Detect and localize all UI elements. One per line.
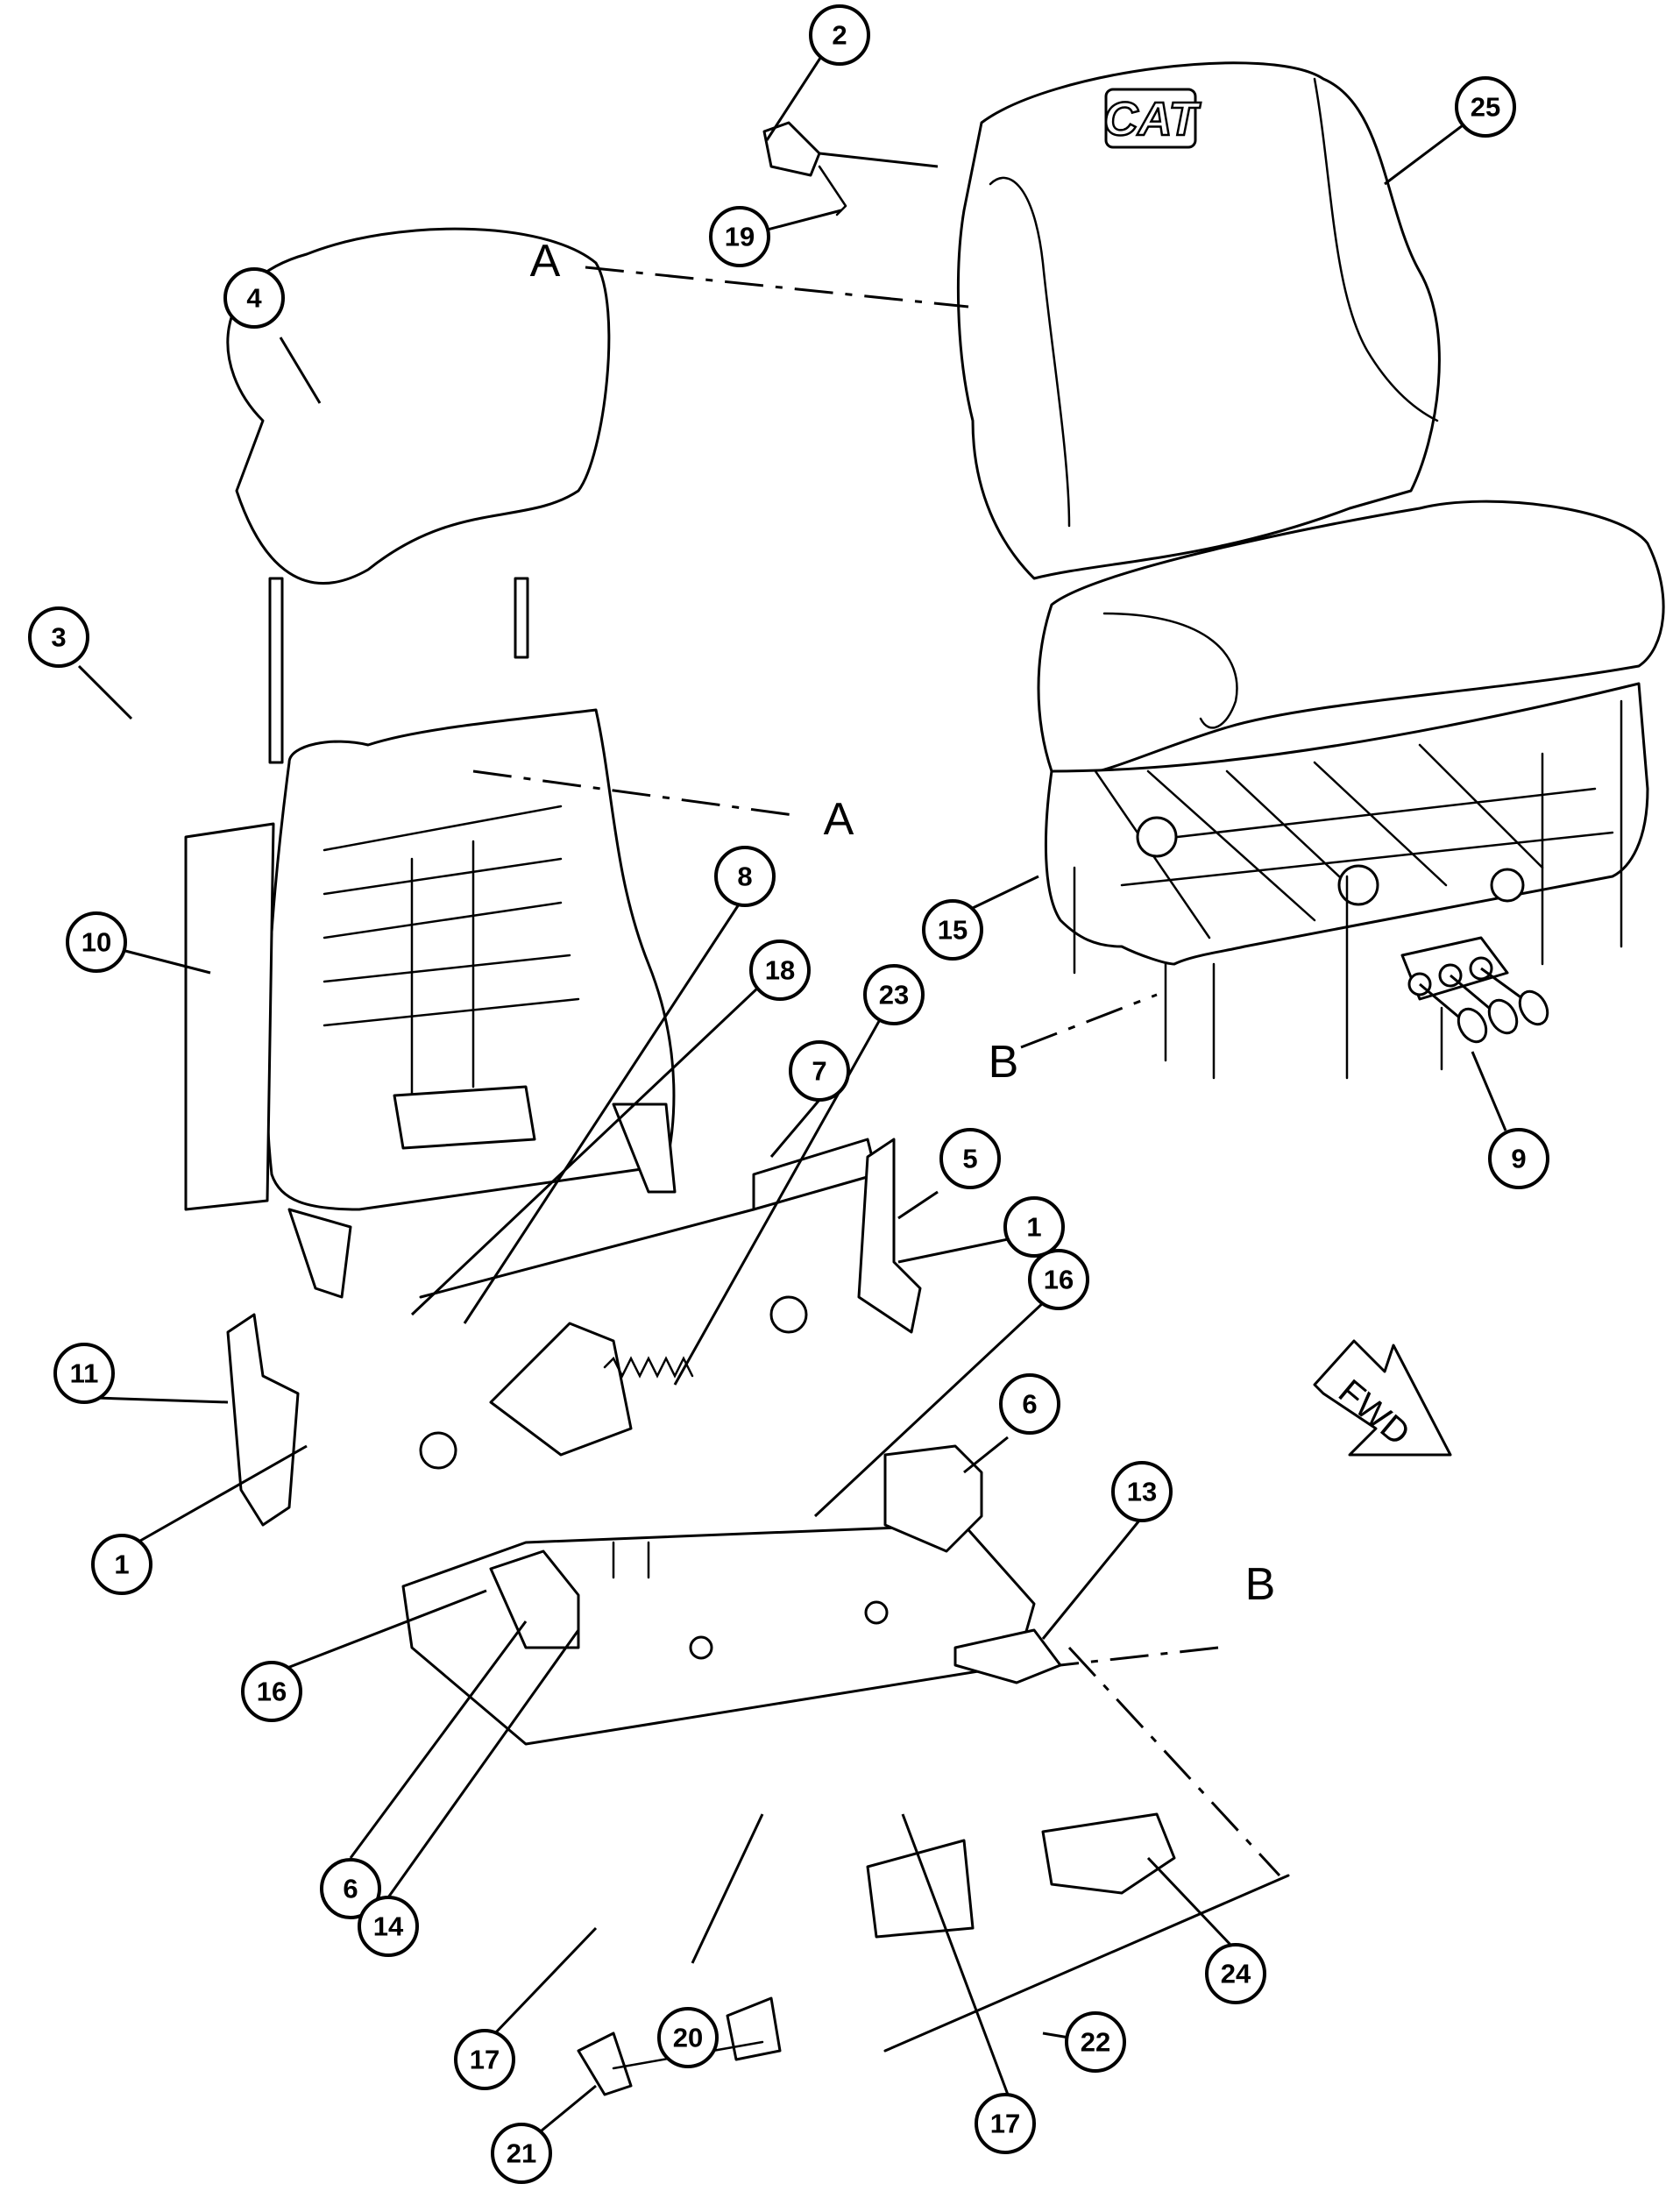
svg-text:4: 4 <box>246 283 262 314</box>
adjustment-knobs <box>1400 936 1549 1044</box>
callout-21: 21 <box>491 2123 552 2184</box>
callout-5: 5 <box>939 1128 1001 1189</box>
reference-letter-b-cushion: B <box>989 1037 1019 1088</box>
base-plate-part <box>401 1523 1036 1746</box>
support-brackets <box>489 1444 983 1649</box>
connecting-rod <box>883 1874 1290 2053</box>
svg-text:9: 9 <box>1511 1144 1526 1174</box>
callout-leaders <box>77 52 1507 2149</box>
svg-text:8: 8 <box>737 862 752 892</box>
svg-text:20: 20 <box>673 2023 703 2053</box>
callout-17-left: 17 <box>454 2029 515 2090</box>
callout-15: 15 <box>922 899 983 961</box>
cushion-mounting-bolts <box>1073 699 1623 1080</box>
callout-8: 8 <box>714 846 776 907</box>
svg-text:2: 2 <box>832 20 847 51</box>
svg-text:17: 17 <box>470 2045 500 2075</box>
backrest-frame-part <box>184 708 677 1299</box>
svg-text:21: 21 <box>507 2138 536 2169</box>
svg-text:14: 14 <box>373 1911 404 1942</box>
svg-text:22: 22 <box>1081 2027 1110 2058</box>
callout-6-right: 6 <box>999 1373 1060 1435</box>
svg-text:13: 13 <box>1127 1477 1157 1507</box>
svg-text:10: 10 <box>82 927 111 958</box>
callout-25: 25 <box>1455 76 1516 138</box>
spring-shaft-assembly <box>419 1138 878 1470</box>
callout-6-left: 6 <box>320 1858 381 1919</box>
reference-lines <box>472 266 1281 1877</box>
adjustment-levers <box>866 1812 1176 1939</box>
svg-text:24: 24 <box>1221 1959 1251 1989</box>
reference-letter-a-back: A <box>824 794 854 845</box>
headrest-part <box>226 227 611 764</box>
seat-switch-part <box>762 121 939 216</box>
direction-arrow: FWD <box>1313 1339 1452 1457</box>
svg-text:11: 11 <box>70 1358 99 1389</box>
callout-17-right: 17 <box>975 2093 1036 2154</box>
callout-13: 13 <box>1111 1461 1173 1522</box>
callout-20: 20 <box>657 2007 719 2068</box>
reference-letter-b-plate: B <box>1245 1559 1276 1610</box>
svg-text:15: 15 <box>938 915 968 946</box>
seat-logo: CAT <box>1104 93 1202 145</box>
svg-text:25: 25 <box>1471 92 1500 123</box>
link-assembly <box>577 1996 782 2096</box>
svg-text:5: 5 <box>962 1144 977 1174</box>
plate-bracket <box>953 1628 1062 1684</box>
callout-16-left: 16 <box>241 1661 302 1722</box>
svg-text:23: 23 <box>879 980 909 1010</box>
callout-1-left: 1 <box>91 1534 152 1595</box>
callout-18: 18 <box>749 940 811 1001</box>
seat-cushion-assembly: CAT <box>956 61 1665 966</box>
callout-10: 10 <box>66 911 127 973</box>
callout-9: 9 <box>1488 1128 1549 1189</box>
callout-19: 19 <box>709 206 770 267</box>
callout-16-right: 16 <box>1028 1249 1089 1310</box>
callout-11: 11 <box>53 1343 115 1404</box>
svg-text:7: 7 <box>812 1056 826 1087</box>
callout-3: 3 <box>28 606 89 668</box>
svg-text:6: 6 <box>1022 1389 1037 1420</box>
svg-text:19: 19 <box>725 222 755 252</box>
reference-letter-a-top: A <box>530 236 561 287</box>
svg-text:18: 18 <box>765 955 795 986</box>
svg-text:1: 1 <box>1026 1212 1041 1243</box>
callout-1-right: 1 <box>1003 1196 1065 1258</box>
svg-text:6: 6 <box>343 1874 358 1904</box>
svg-text:1: 1 <box>114 1549 129 1580</box>
svg-text:3: 3 <box>51 622 66 653</box>
callout-22: 22 <box>1065 2011 1126 2073</box>
svg-text:16: 16 <box>1044 1265 1074 1295</box>
callout-2: 2 <box>809 4 870 66</box>
callout-23: 23 <box>863 964 925 1025</box>
callout-14: 14 <box>358 1896 419 1957</box>
callout-4: 4 <box>223 267 285 329</box>
callout-24: 24 <box>1205 1943 1266 2004</box>
svg-text:17: 17 <box>990 2109 1020 2139</box>
callout-7: 7 <box>789 1040 850 1102</box>
svg-text:16: 16 <box>257 1677 287 1707</box>
side-brackets <box>226 1138 922 1527</box>
